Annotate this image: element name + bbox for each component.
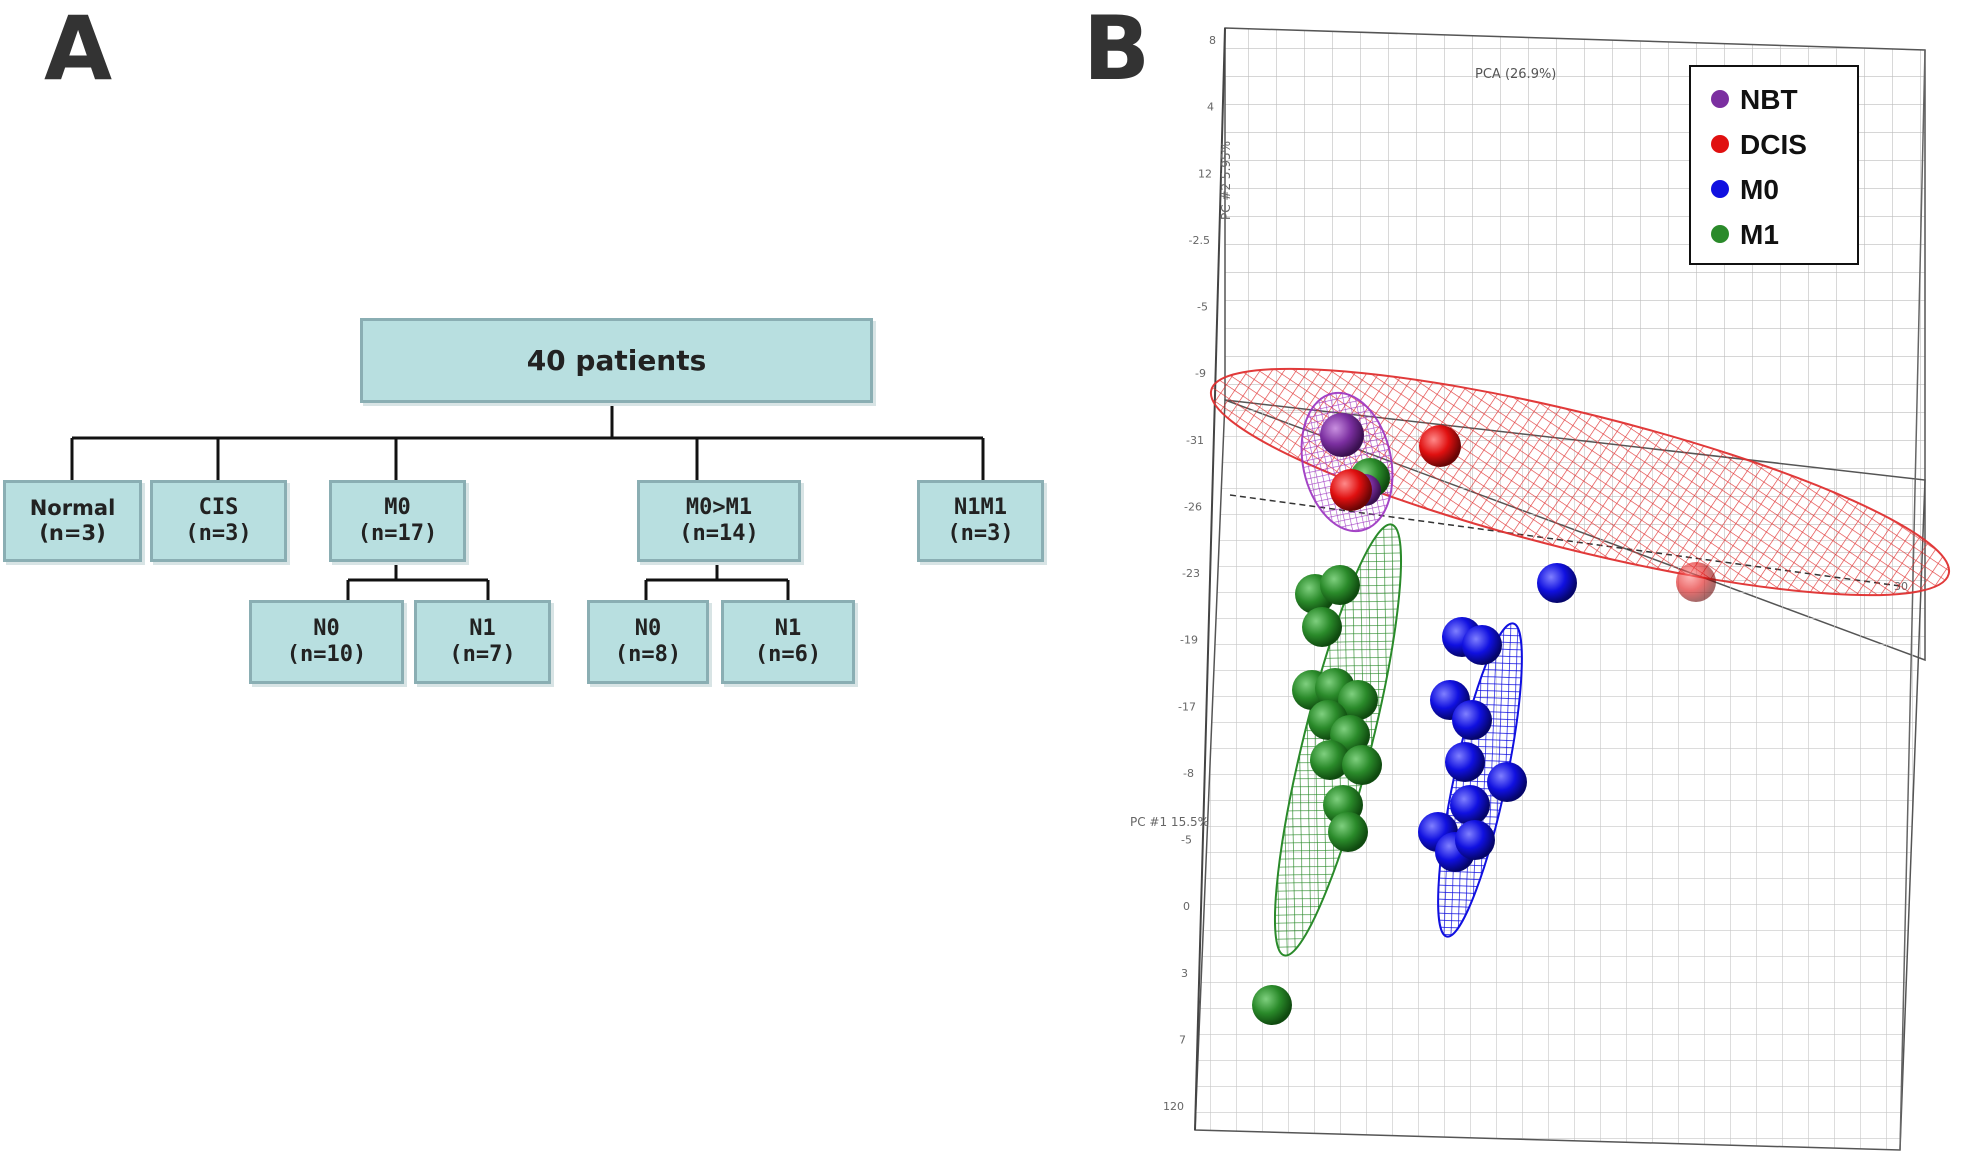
- legend-label-m1: M1: [1740, 219, 1779, 250]
- m0-spheres: [1418, 563, 1577, 872]
- axis-tick-labels: 8 4 12 -2.5 -5 -9 -31 -26 -23 -19 -17 -8 -5 0 3 7 120: [1163, 34, 1216, 1113]
- m1-sphere: [1342, 745, 1382, 785]
- m1-sphere: [1320, 565, 1360, 605]
- node-count: (n=10): [286, 642, 367, 667]
- axis-tick-label: 8: [1209, 34, 1216, 47]
- legend-dot-dcis: [1711, 135, 1729, 153]
- m0-sphere: [1462, 625, 1502, 665]
- m1-spheres: [1252, 458, 1390, 1025]
- axis-tick-label: 3: [1181, 967, 1188, 980]
- node-name: N1: [774, 615, 802, 641]
- axis-tick-label: -5: [1181, 834, 1192, 847]
- legend-dot-m0: [1711, 180, 1729, 198]
- m0-sphere: [1487, 762, 1527, 802]
- axis-tick-label: 12: [1198, 167, 1212, 180]
- node-count: (n=3): [947, 521, 1014, 546]
- axis-tick-label: -31: [1186, 434, 1204, 447]
- axis-tick-label: -9: [1195, 367, 1206, 380]
- node-name: CIS: [198, 494, 239, 520]
- axis-tick-label: 4: [1207, 101, 1214, 114]
- right-axis-line: [1899, 49, 1926, 1151]
- dcis-ellipsoid: [1209, 367, 1951, 597]
- node-m0m1-n1: N1 (n=6): [721, 600, 855, 684]
- pca-title: PCA (26.9%): [1475, 67, 1556, 82]
- node-name: N1: [469, 615, 496, 641]
- node-count: (n=6): [754, 642, 822, 667]
- legend-label-m0: M0: [1740, 174, 1779, 205]
- node-count: (n=14): [679, 521, 759, 546]
- m0-sphere: [1455, 820, 1495, 860]
- node-count: (n=3): [39, 521, 106, 545]
- node-name: N0: [634, 615, 662, 641]
- legend: NBT DCIS M0 M1: [1689, 65, 1859, 265]
- dcis-sphere: [1330, 469, 1372, 511]
- node-name: Normal: [29, 495, 116, 520]
- axis-tick-label: 7: [1179, 1033, 1186, 1046]
- node-cis: CIS (n=3): [150, 480, 287, 562]
- node-normal: Normal (n=3): [3, 480, 142, 562]
- legend-dot-nbt: [1711, 90, 1729, 108]
- axis-tick-label: 0: [1183, 900, 1190, 913]
- node-m0-m1: M0>M1 (n=14): [637, 480, 801, 562]
- node-n1m1: N1M1 (n=3): [917, 480, 1044, 562]
- axis-tick-label: -23: [1182, 567, 1200, 580]
- m1-sphere: [1310, 740, 1350, 780]
- pc1-axis-label: PC #1 15.5%: [1130, 815, 1209, 829]
- dcis-sphere: [1676, 562, 1716, 602]
- m1-sphere: [1252, 985, 1292, 1025]
- panel-label-a: A: [44, 0, 113, 100]
- axis-tick-label: -2.5: [1189, 234, 1210, 247]
- axis-tick-label: -5: [1197, 301, 1208, 314]
- root-node: 40 patients: [360, 318, 873, 403]
- m1-sphere: [1302, 607, 1342, 647]
- m0-sphere: [1537, 563, 1577, 603]
- vertical-axis-line: [1194, 27, 1226, 1131]
- node-count: (n=17): [357, 521, 438, 546]
- axis-tick-label: -19: [1180, 634, 1198, 647]
- legend-dot-m1: [1711, 225, 1729, 243]
- m1-sphere: [1328, 812, 1368, 852]
- axis-tick-label: 120: [1163, 1100, 1184, 1113]
- dcis-sphere: [1419, 425, 1461, 467]
- node-name: N0: [313, 615, 340, 641]
- m0-sphere: [1445, 742, 1485, 782]
- root-label: 40 patients: [526, 343, 707, 377]
- node-name: N1M1: [954, 494, 1007, 520]
- m0-sphere: [1452, 700, 1492, 740]
- m0-sphere: [1450, 785, 1490, 825]
- axis-tick-label: -26: [1184, 500, 1202, 513]
- node-m0-n0: N0 (n=10): [249, 600, 404, 684]
- node-name: M0>M1: [685, 494, 753, 520]
- pca-3d-plot: PCA (26.9%) PC #2 5.95% PC #1 15.5% 3 0 8…: [1130, 27, 1951, 1151]
- node-count: (n=8): [614, 642, 682, 667]
- node-m0: M0 (n=17): [329, 480, 466, 562]
- node-count: (n=3): [185, 521, 252, 546]
- axis-tick-label: -8: [1183, 767, 1194, 780]
- node-count: (n=7): [449, 642, 516, 667]
- legend-label-dcis: DCIS: [1740, 129, 1807, 160]
- node-name: M0: [384, 494, 411, 520]
- panel-label-b: B: [1083, 0, 1151, 100]
- pc2-axis-label: PC #2 5.95%: [1219, 141, 1233, 220]
- node-m0m1-n0: N0 (n=8): [587, 600, 709, 684]
- legend-label-nbt: NBT: [1740, 84, 1798, 115]
- m1-sphere: [1338, 680, 1378, 720]
- nbt-sphere: [1320, 413, 1364, 457]
- axis-tick-label: -17: [1178, 700, 1196, 713]
- node-m0-n1: N1 (n=7): [414, 600, 551, 684]
